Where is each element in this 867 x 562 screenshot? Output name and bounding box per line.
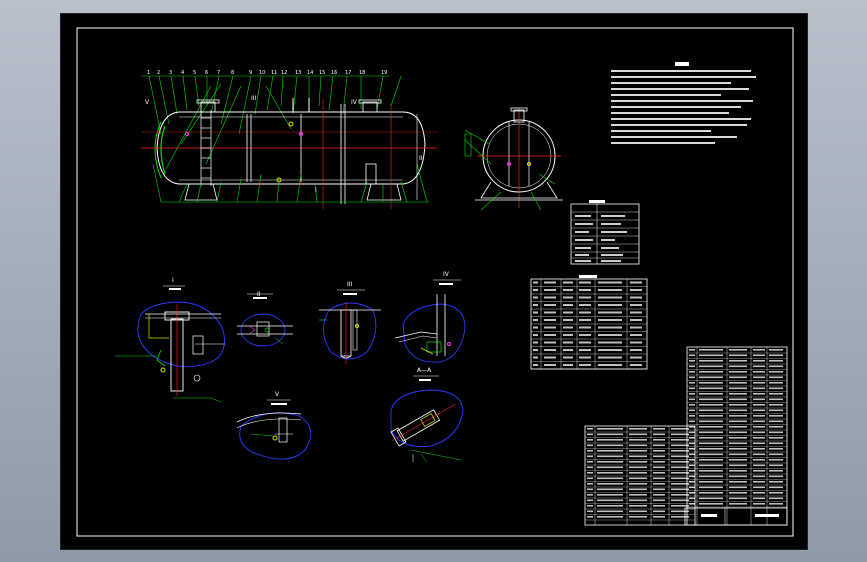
- vessel-shell: [156, 111, 426, 185]
- nozzle-schedule-table: [530, 275, 648, 370]
- svg-text:4: 4: [181, 70, 184, 76]
- detail-II: II: [237, 291, 293, 347]
- saddle-left: [184, 183, 218, 201]
- svg-text:7: 7: [217, 70, 220, 76]
- detail-I-label: I: [172, 277, 174, 284]
- design-data-table: [570, 200, 640, 265]
- svg-text:17: 17: [345, 70, 351, 76]
- svg-text:13: 13: [295, 70, 301, 76]
- title-block: [684, 507, 788, 526]
- drawing-border: [76, 27, 794, 537]
- detail-I: I: [115, 277, 225, 403]
- view-marker-V: V: [145, 99, 150, 106]
- vessel-end-view: [464, 107, 563, 211]
- detail-III: III: [319, 281, 381, 364]
- nozzle-bottom: [365, 163, 377, 185]
- svg-text:12: 12: [281, 70, 287, 76]
- saddle-right: [366, 183, 402, 201]
- detail-V: V: [236, 391, 312, 460]
- svg-text:16: 16: [331, 70, 337, 76]
- svg-text:11: 11: [271, 70, 277, 76]
- detail-IV-label: IV: [443, 271, 450, 278]
- view-marker-I: I: [315, 187, 317, 194]
- view-marker-III: III: [251, 95, 257, 102]
- svg-text:5: 5: [193, 70, 196, 76]
- detail-V-label: V: [275, 391, 280, 398]
- internal-ladder: [200, 110, 212, 186]
- svg-text:9: 9: [249, 70, 252, 76]
- svg-text:14: 14: [307, 70, 313, 76]
- technical-requirements-notes: [611, 62, 756, 144]
- section-A-A: A—A: [390, 367, 464, 463]
- top-leader-lines: [141, 75, 402, 170]
- detail-III-label: III: [347, 281, 353, 288]
- svg-text:18: 18: [359, 70, 365, 76]
- bottom-leader-lines: [152, 163, 429, 203]
- section-A-A-label: A—A: [417, 367, 432, 374]
- detail-II-label: II: [257, 291, 261, 298]
- svg-text:8: 8: [231, 70, 234, 76]
- svg-text:10: 10: [259, 70, 265, 76]
- svg-text:1: 1: [147, 70, 150, 76]
- svg-text:3: 3: [169, 70, 172, 76]
- view-marker-IV: IV: [351, 99, 358, 106]
- svg-text:15: 15: [319, 70, 325, 76]
- svg-text:6: 6: [205, 70, 208, 76]
- svg-text:2: 2: [157, 70, 160, 76]
- svg-text:19: 19: [381, 70, 387, 76]
- nozzle-manhole-top: [200, 101, 216, 113]
- bill-of-materials: [584, 346, 788, 526]
- view-marker-II: II: [419, 155, 423, 162]
- nozzle-top-right: [362, 101, 378, 113]
- detail-IV: IV: [394, 271, 466, 363]
